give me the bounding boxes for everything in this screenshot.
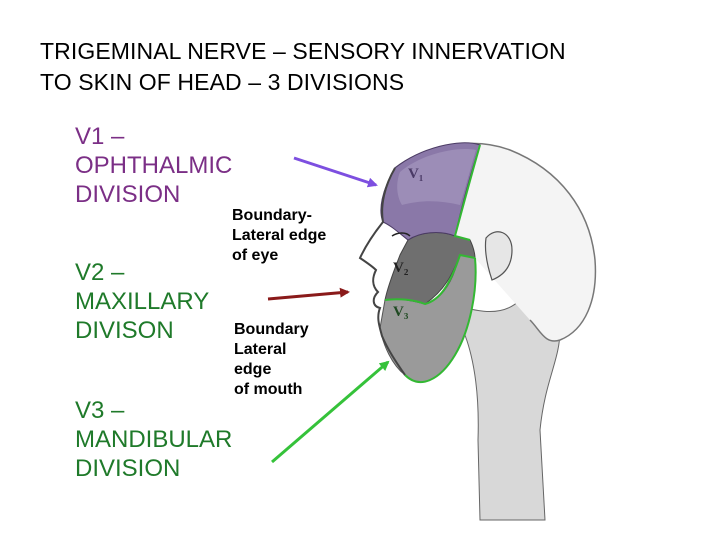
eye-boundary-line-2: Lateral edge <box>232 227 327 244</box>
v2-division-line-2: MAXILLARY <box>75 288 210 315</box>
v1-division-label: V1 – OPHTHALMIC DIVISION <box>75 122 232 209</box>
slide-title: TRIGEMINAL NERVE – SENSORY INNERVATION T… <box>40 36 566 98</box>
eye-boundary-line-1: Boundary- <box>232 207 312 224</box>
v2-division-label: V2 – MAXILLARY DIVISON <box>75 258 209 345</box>
v3-outer-boundary-line <box>404 257 477 384</box>
mouth-boundary-line-3: edge <box>234 361 272 378</box>
eye <box>391 232 411 237</box>
face-profile <box>358 167 406 376</box>
v3-arrow <box>271 360 390 464</box>
slide-title-line-1: TRIGEMINAL NERVE – SENSORY INNERVATION <box>40 38 566 64</box>
mouth-boundary-line-4: of mouth <box>234 381 303 398</box>
v1-arrow <box>293 156 378 188</box>
neck-region <box>439 295 561 521</box>
v3-division-line-1: V3 – <box>75 397 125 424</box>
ear <box>484 231 513 281</box>
figure-label-v1: V₁ <box>408 166 423 182</box>
eye-boundary-note: Boundary- Lateral edge of eye <box>232 206 326 266</box>
v2-division-line-3: DIVISON <box>75 317 174 344</box>
figure-label-v2: V₂ <box>393 260 409 276</box>
v1-division-line-2: OPHTHALMIC <box>75 152 233 179</box>
eye-boundary-line-3: of eye <box>232 247 279 264</box>
mouth-boundary-line-2: Lateral <box>234 341 287 358</box>
v3-division-line-2: MANDIBULAR <box>75 426 233 453</box>
slide-title-line-2: TO SKIN OF HEAD – 3 DIVISIONS <box>40 69 405 95</box>
v2-division-line-1: V2 – <box>75 259 125 286</box>
v1-division-line-1: V1 – <box>75 123 125 150</box>
v2-v3-boundary-line <box>384 253 476 306</box>
mouth-boundary-note: Boundary Lateral edge of mouth <box>234 320 309 400</box>
figure-label-v3: V₃ <box>393 304 409 320</box>
forehead-highlight <box>397 149 476 205</box>
v1-v2-boundary-line <box>453 144 481 241</box>
v2-arrow <box>267 287 350 301</box>
v3-division-line-3: DIVISION <box>75 455 181 482</box>
v1-division-line-3: DIVISION <box>75 181 181 208</box>
mouth-boundary-line-1: Boundary <box>234 321 309 338</box>
v3-division-label: V3 – MANDIBULAR DIVISION <box>75 396 232 483</box>
